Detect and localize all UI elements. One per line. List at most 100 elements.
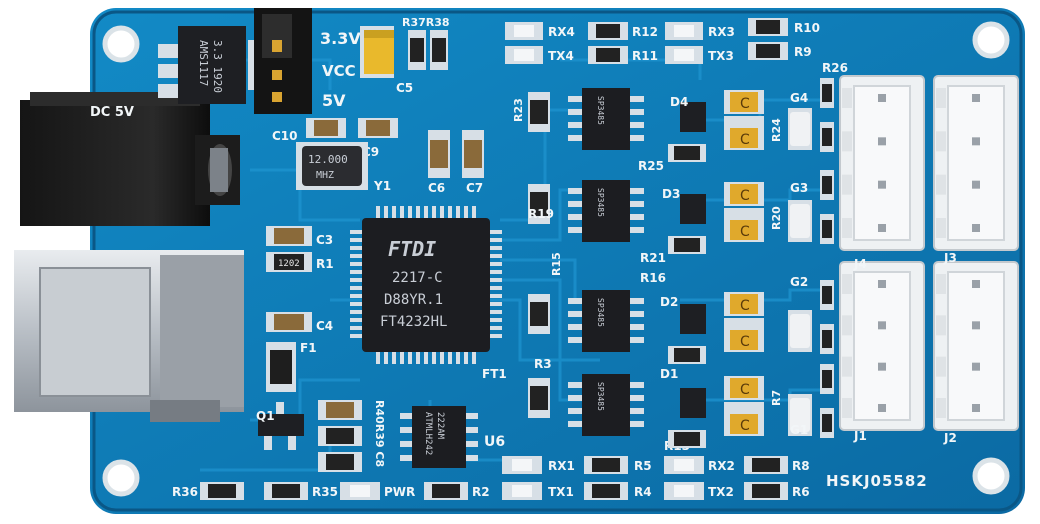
transceiver-marking: SP3485 xyxy=(596,382,605,411)
y1-label: Y1 xyxy=(373,179,391,193)
ft1-label: FT1 xyxy=(482,367,507,381)
r12-label: R12 xyxy=(632,25,658,39)
resistor-r6 xyxy=(744,482,788,500)
led-rx1 xyxy=(502,456,542,474)
resistor-r10 xyxy=(748,18,788,36)
transistor-q1 xyxy=(258,402,304,450)
r19-label: R19 xyxy=(528,207,554,221)
chip-marking-2: D88YR.1 xyxy=(384,292,443,308)
tx4-label: TX4 xyxy=(548,49,574,63)
led-rx2 xyxy=(664,456,704,474)
eeprom-marking-1: ATMLH242 xyxy=(423,412,433,455)
j3-label: J3 xyxy=(943,251,957,265)
g3-label: G3 xyxy=(790,181,808,195)
tx3-label: TX3 xyxy=(708,49,734,63)
diode xyxy=(680,194,706,224)
connector-j2 xyxy=(933,261,1019,431)
label-5v: 5V xyxy=(322,91,346,110)
capacitor-marking: C xyxy=(740,382,750,398)
led-tx1 xyxy=(502,482,542,500)
connector-j4 xyxy=(839,75,925,251)
r4-label: R4 xyxy=(634,485,652,499)
transceiver-marking: SP3485 xyxy=(596,298,605,327)
regulator-marking-1: AMS1117 xyxy=(197,40,210,86)
g1-label: G1 xyxy=(790,423,808,437)
resistor-r11 xyxy=(588,46,628,64)
chip-marking-1: 2217-C xyxy=(392,270,443,286)
tx1-label: TX1 xyxy=(548,485,574,499)
resistor-r2 xyxy=(424,482,468,500)
capacitor-marking: C xyxy=(740,298,750,314)
r16-label: R16 xyxy=(640,271,666,285)
r9-label: R9 xyxy=(794,45,812,59)
j2-label: J2 xyxy=(943,431,957,445)
diode xyxy=(680,304,706,334)
resistor-r36 xyxy=(200,482,244,500)
eeprom-u6: ATMLH242 222AM xyxy=(400,406,478,468)
r5-label: R5 xyxy=(634,459,652,473)
c5-label: C5 xyxy=(396,81,413,95)
r40r39c8-label: R40R39 C8 xyxy=(373,400,386,467)
voltage-jumper xyxy=(254,8,312,114)
c3-label: C3 xyxy=(316,233,333,247)
resistor-r1: 1202 xyxy=(266,252,312,272)
resistor-r4 xyxy=(584,482,628,500)
r35-label: R35 xyxy=(312,485,338,499)
r15-label: R15 xyxy=(550,252,563,276)
r2-label: R2 xyxy=(472,485,490,499)
dc-power-jack xyxy=(20,92,240,226)
j1-label: J1 xyxy=(853,429,867,443)
capacitor-c4 xyxy=(266,312,312,332)
terminal-connectors xyxy=(839,75,1019,431)
led-pwr xyxy=(340,482,380,500)
r1-label: R1 xyxy=(316,257,334,271)
diode xyxy=(680,388,706,418)
crystal-unit: MHZ xyxy=(316,170,334,181)
r25-label: R25 xyxy=(638,159,664,173)
r24-label: R24 xyxy=(770,118,783,142)
r10-label: R10 xyxy=(794,21,820,35)
resistor-r35 xyxy=(264,482,308,500)
capacitor-c7 xyxy=(462,130,484,178)
led-tx3 xyxy=(665,46,703,64)
rx4-label: RX4 xyxy=(548,25,575,39)
resistor-r5 xyxy=(584,456,628,474)
chip-marking-3: FT4232HL xyxy=(380,314,447,330)
d1-label: D1 xyxy=(660,367,678,381)
regulator-marking-2: 3.3 1920 xyxy=(211,40,224,93)
mounting-holes xyxy=(102,21,1010,497)
voltage-regulator-u1: AMS1117 3.3 1920 xyxy=(158,26,260,104)
tantalum-capacitor-c5 xyxy=(360,26,394,78)
label-3v3: 3.3V xyxy=(320,29,361,48)
g4-label: G4 xyxy=(790,91,808,105)
eeprom-marking-2: 222AM xyxy=(435,412,445,440)
capacitor-marking: C xyxy=(740,418,750,434)
resistor-r9 xyxy=(748,42,788,60)
capacitor-marking: C xyxy=(740,334,750,350)
capacitor-marking: C xyxy=(740,224,750,240)
transceiver-marking: SP3485 xyxy=(596,96,605,125)
g2-label: G2 xyxy=(790,275,808,289)
transceiver-chip xyxy=(582,290,630,352)
ftdi-logo-text: FTDI xyxy=(388,237,436,261)
led-tx2 xyxy=(664,482,704,500)
crystal-freq: 12.000 xyxy=(308,153,348,166)
led-rx3 xyxy=(665,22,703,40)
transceiver-chip xyxy=(582,374,630,436)
d4-label: D4 xyxy=(670,95,688,109)
capacitor-marking: C xyxy=(740,96,750,112)
fuse-f1 xyxy=(266,342,296,392)
r26-label: R26 xyxy=(822,61,848,75)
resistors-r37-r38 xyxy=(408,30,448,70)
led-tx4 xyxy=(505,46,543,64)
label-vcc: VCC xyxy=(322,62,356,80)
u6-label: U6 xyxy=(484,434,505,450)
rx2-label: RX2 xyxy=(708,459,735,473)
d2-label: D2 xyxy=(660,295,678,309)
r8-label: R8 xyxy=(792,459,810,473)
